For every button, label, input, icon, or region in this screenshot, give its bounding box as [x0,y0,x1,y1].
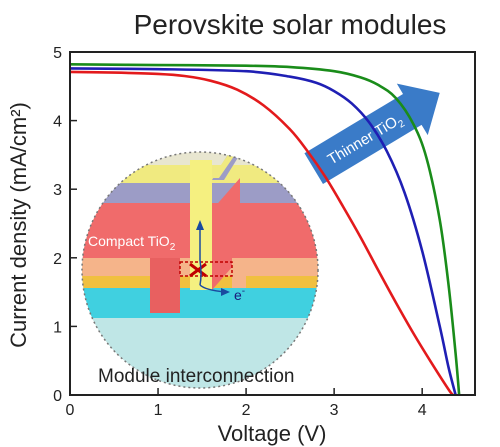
x-axis-label: Voltage (V) [218,421,327,446]
electron-label: e- [234,286,245,303]
series-line-1 [70,67,457,395]
x-tick-label: 2 [242,402,251,419]
x-axis: 0 1 2 3 4 [66,388,427,419]
x-tick-label: 0 [66,402,75,419]
series-group [70,63,461,395]
series-line-0 [70,70,455,395]
chart-title: Perovskite solar modules [134,9,447,40]
x-tick-label: 4 [418,402,427,419]
inset-border [81,151,319,389]
series-line-2 [70,63,461,395]
plot-frame [69,51,476,396]
y-tick-label: 4 [53,114,62,131]
y-tick-label: 0 [53,388,62,405]
y-axis-label: Current density (mA/cm²) [6,102,31,348]
inset-schematic [82,152,318,388]
inset-label: Compact TiO2 [88,233,176,253]
inset-caption: Module interconnection [98,366,294,387]
y-axis: 0 1 2 3 4 5 [53,45,77,405]
y-tick-label: 5 [53,45,62,62]
y-tick-label: 2 [53,251,62,268]
y-tick-label: 1 [53,319,62,336]
x-tick-label: 1 [154,402,163,419]
y-tick-label: 3 [53,182,62,199]
x-tick-label: 3 [330,402,339,419]
